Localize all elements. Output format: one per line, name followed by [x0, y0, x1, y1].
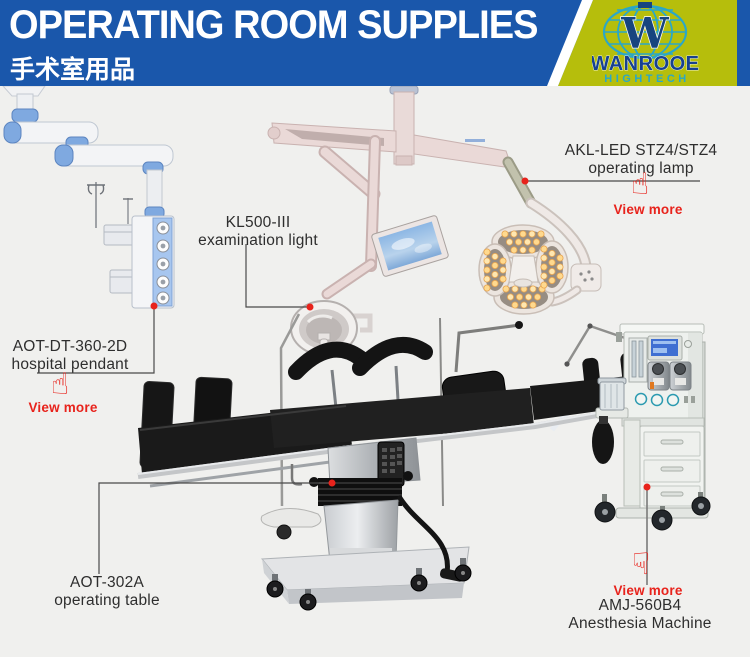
machine-casters: [594, 492, 711, 531]
product-model: AOT-302A: [70, 574, 144, 591]
lamp-monitor: [371, 215, 449, 277]
iv-pole: [87, 182, 133, 228]
label-operating-lamp: AKL-LED STZ4/STZ4 operating lamp: [561, 142, 721, 179]
right-edge-stripe: [737, 0, 750, 86]
pendant-outlets: [156, 221, 170, 305]
hand-cursor-icon[interactable]: ☝: [631, 167, 650, 202]
view-more-link-anesthesia[interactable]: View more: [613, 583, 683, 598]
logo-letter: W: [620, 9, 669, 58]
product-name: operating table: [54, 592, 160, 610]
label-anesthesia-machine: AMJ-560B4 Anesthesia Machine: [568, 597, 712, 634]
product-name: examination light: [198, 232, 318, 250]
label-operating-table: AOT-302A operating table: [37, 574, 177, 611]
product-model: AOT-DT-360-2D: [12, 338, 128, 355]
brand-name: WANROOE: [592, 53, 700, 75]
brand-band: [558, 0, 737, 86]
callout-leader-lines: [37, 180, 700, 585]
product-name: hospital pendant: [11, 356, 129, 374]
vaporizers: [647, 361, 692, 391]
drawers: [643, 431, 701, 507]
hospital-pendant-illustration: [2, 86, 175, 309]
page-subtitle-chinese: 手术室用品: [10, 56, 136, 84]
product-model: KL500-III: [225, 214, 291, 231]
label-hospital-pendant: AOT-DT-360-2D hospital pendant: [0, 338, 140, 375]
product-scene: AOT-DT-360-2D hospital pendant ☝ View mo…: [0, 86, 750, 657]
globe-icon: [602, 2, 688, 60]
table-casters: [266, 558, 472, 611]
product-name: Anesthesia Machine: [568, 615, 712, 633]
anesthesia-machine-illustration: [592, 323, 711, 531]
callout-dots: [150, 177, 651, 491]
label-examination-light: KL500-III examination light: [188, 214, 328, 251]
lamp-petals: [478, 224, 569, 315]
view-more-link-lamp[interactable]: View more: [613, 202, 683, 217]
hand-cursor-icon[interactable]: ☟: [632, 547, 651, 582]
examination-light-illustration: [260, 86, 449, 540]
operating-lamp-illustration: [413, 134, 602, 315]
product-model: AMJ-560B4: [598, 597, 682, 614]
operating-table-illustration: [137, 317, 650, 611]
page-title: OPERATING ROOM SUPPLIES: [9, 3, 538, 47]
brand-logo: W WANROOE HIGHTECH: [592, 2, 700, 85]
view-more-link-pendant[interactable]: View more: [28, 400, 98, 415]
product-name: operating lamp: [588, 160, 694, 178]
header-banner: OPERATING ROOM SUPPLIES 手术室用品 W WANROOE …: [0, 0, 750, 86]
brand-tagline: HIGHTECH: [604, 73, 689, 85]
product-model: AKL-LED STZ4/STZ4: [564, 142, 718, 159]
hand-cursor-icon[interactable]: ☝: [51, 367, 70, 402]
gauges: [634, 392, 680, 407]
